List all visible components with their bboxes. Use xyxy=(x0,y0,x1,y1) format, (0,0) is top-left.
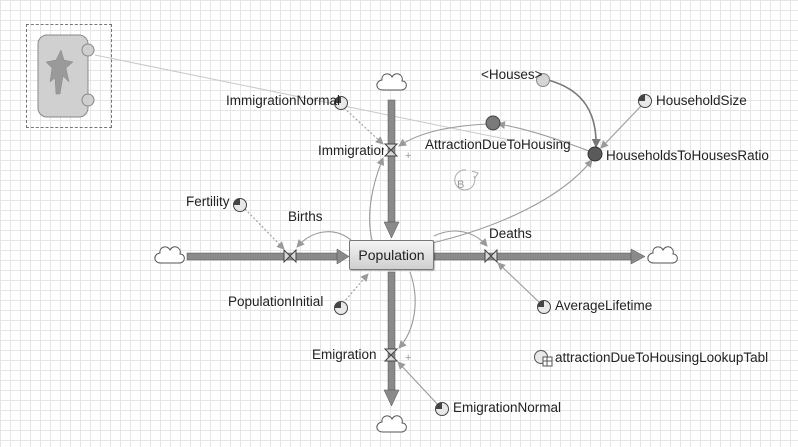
cloud-source-births-icon xyxy=(154,246,185,264)
immigration-normal-label[interactable]: ImmigrationNormal xyxy=(226,93,341,108)
agent-link xyxy=(94,54,511,141)
household-size-parameter-icon xyxy=(638,94,652,108)
attraction-variable-icon xyxy=(485,115,501,131)
cloud-sink-deaths-icon xyxy=(647,246,678,264)
svg-text:+: + xyxy=(405,150,411,162)
household-size-label[interactable]: HouseholdSize xyxy=(656,93,747,108)
fertility-parameter-icon xyxy=(233,198,247,212)
agent-person-icon xyxy=(37,34,95,118)
houses-label[interactable]: <Houses> xyxy=(481,67,543,82)
immigration-valve-icon xyxy=(383,143,399,157)
svg-text:+: + xyxy=(405,352,411,364)
deaths-flow-label[interactable]: Deaths xyxy=(489,226,532,241)
table-function-label[interactable]: attractionDueToHousingLookupTabl xyxy=(555,350,769,365)
births-flow-pipe xyxy=(186,248,350,265)
fertility-label[interactable]: Fertility xyxy=(186,194,230,209)
emigration-valve-icon xyxy=(383,348,399,362)
ratio-variable-icon xyxy=(587,146,603,162)
attraction-due-to-housing-label[interactable]: AttractionDueToHousing xyxy=(425,137,571,152)
cloud-source-immigration-icon xyxy=(376,73,407,91)
population-initial-label[interactable]: PopulationInitial xyxy=(228,294,324,309)
emigration-flow-pipe xyxy=(383,271,400,407)
births-flow-label[interactable]: Births xyxy=(288,209,323,224)
population-stock[interactable]: Population xyxy=(349,240,434,270)
polarity-markers: + + xyxy=(405,150,411,364)
average-lifetime-label[interactable]: AverageLifetime xyxy=(555,298,653,313)
agent-frame[interactable] xyxy=(26,24,112,128)
emigration-flow-label[interactable]: Emigration xyxy=(312,347,377,362)
deaths-flow-pipe xyxy=(433,248,646,265)
table-function-icon xyxy=(534,350,553,367)
emigration-normal-parameter-icon xyxy=(435,402,449,416)
loop-marker-icon xyxy=(454,169,479,191)
immigration-flow-pipe xyxy=(383,99,400,239)
dependency-links xyxy=(244,79,642,408)
immigration-flow-label[interactable]: Immigration xyxy=(318,143,384,158)
cloud-sink-emigration-icon xyxy=(376,415,407,433)
emigration-normal-label[interactable]: EmigrationNormal xyxy=(453,400,562,415)
population-initial-parameter-icon xyxy=(334,301,348,315)
houses-shadow-variable-icon xyxy=(536,73,550,87)
households-to-houses-ratio-label[interactable]: HouseholdsToHousesRatio xyxy=(606,148,769,163)
average-lifetime-parameter-icon xyxy=(537,300,551,314)
loop-marker-label: B xyxy=(457,179,465,191)
